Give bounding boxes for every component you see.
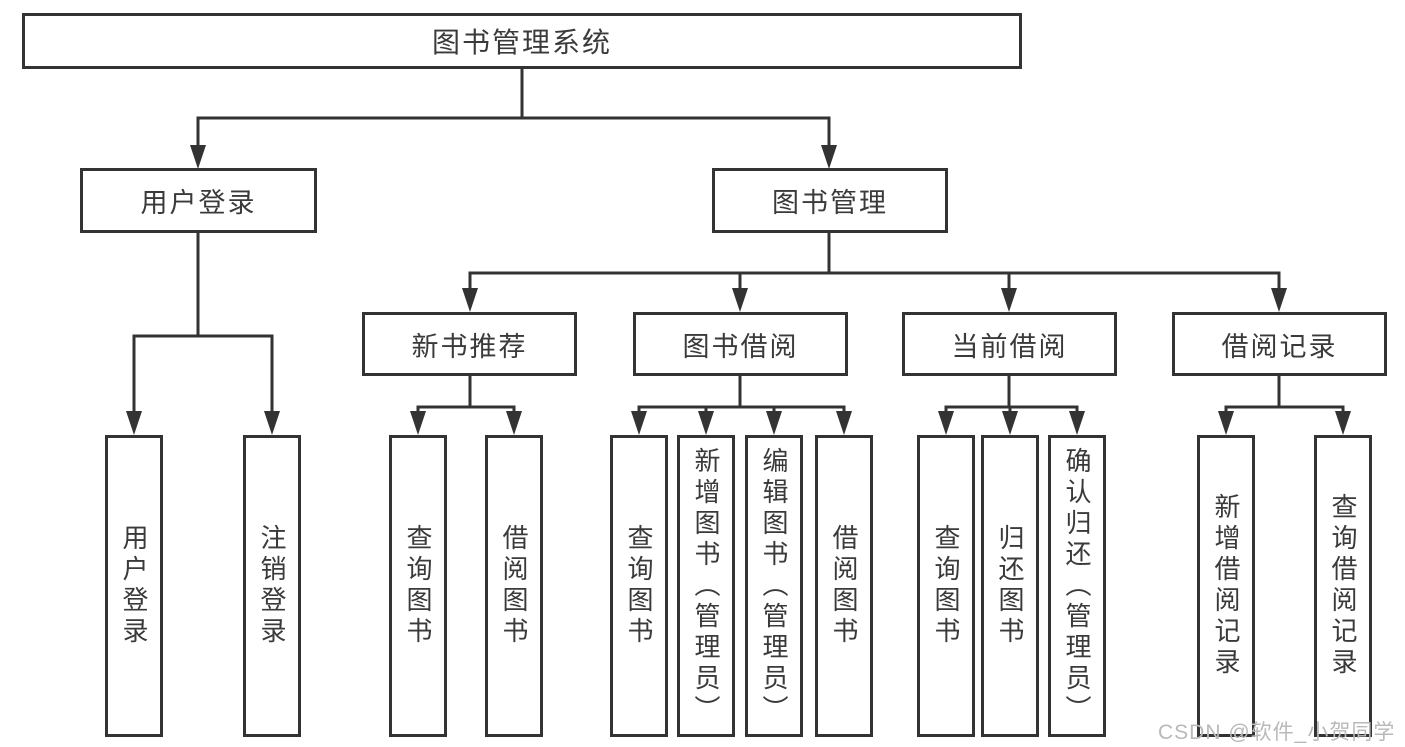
node-label: 查询图书 [403, 524, 433, 648]
node-label: 图书管理 [772, 188, 888, 218]
node-borrow-books: 借阅图书 [815, 435, 873, 737]
node-query-books-borrowing: 查询图书 [610, 435, 668, 737]
node-label: 编辑图书（管理员） [759, 446, 789, 726]
node-logout: 注销登录 [243, 435, 301, 737]
node-label: 新增借阅记录 [1211, 493, 1241, 679]
node-label: 图书借阅 [682, 331, 799, 362]
node-label: 借阅图书 [499, 524, 529, 648]
node-label: 用户登录 [140, 188, 257, 218]
node-label: 用户登录 [119, 524, 149, 648]
node-label: 确认归还（管理员） [1062, 446, 1092, 726]
node-label: 注销登录 [257, 524, 287, 648]
node-current-borrowing: 当前借阅 [902, 312, 1117, 376]
node-borrowing-records: 借阅记录 [1172, 312, 1387, 376]
node-label: 新书推荐 [411, 331, 528, 362]
node-user-login-branch: 用户登录 [80, 168, 317, 233]
node-query-borrow-record: 查询借阅记录 [1314, 435, 1372, 737]
node-label: 归还图书 [995, 524, 1025, 648]
node-label: 查询图书 [624, 524, 654, 648]
node-label: 图书管理系统 [431, 27, 612, 58]
node-add-book-admin: 新增图书（管理员） [677, 435, 735, 737]
node-label: 新增图书（管理员） [691, 446, 721, 726]
node-book-borrowing: 图书借阅 [633, 312, 848, 376]
node-label: 借阅图书 [829, 524, 859, 648]
csdn-watermark: CSDN @软件_小贺同学 [1158, 721, 1396, 744]
node-return-book: 归还图书 [981, 435, 1039, 737]
node-new-book-recommendation: 新书推荐 [362, 312, 577, 376]
node-label: 查询借阅记录 [1328, 493, 1358, 679]
node-label: 查询图书 [931, 524, 961, 648]
node-confirm-return-admin: 确认归还（管理员） [1048, 435, 1106, 737]
node-label: 当前借阅 [951, 331, 1068, 362]
node-library-management-system: 图书管理系统 [22, 13, 1022, 69]
node-query-books-recommend: 查询图书 [389, 435, 447, 737]
node-borrow-books-recommend: 借阅图书 [485, 435, 543, 737]
node-user-login: 用户登录 [105, 435, 163, 737]
node-query-books-current: 查询图书 [917, 435, 975, 737]
node-book-management-branch: 图书管理 [712, 168, 948, 233]
node-add-borrow-record: 新增借阅记录 [1197, 435, 1255, 737]
node-edit-book-admin: 编辑图书（管理员） [745, 435, 803, 737]
node-label: 借阅记录 [1221, 331, 1338, 362]
